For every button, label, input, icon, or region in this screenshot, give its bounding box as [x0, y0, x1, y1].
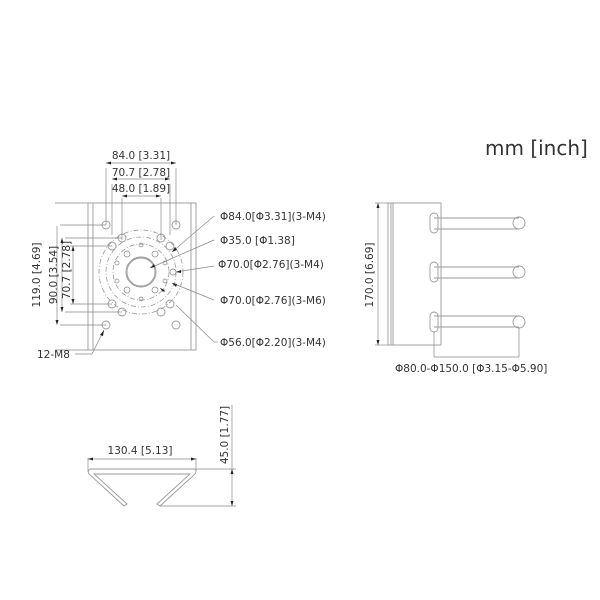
side-view: 170.0 [6.69] Φ80.0-Φ150.0 [Φ3.15-Φ5.90] — [364, 202, 547, 375]
dim-width-84: 84.0 [3.31] — [112, 150, 170, 162]
dim-width-130-4: 130.4 [5.13] — [108, 445, 173, 457]
callout-phi35: Φ35.0 [Φ1.38] — [220, 235, 295, 247]
bracket-profile — [87, 468, 197, 507]
u-bolt-middle — [429, 261, 526, 283]
dim-width-70-7: 70.7 [2.78] — [112, 167, 170, 179]
units-label: mm [inch] — [485, 136, 588, 160]
front-plate-outline — [87, 202, 197, 351]
callout-phi70-m6: Φ70.0[Φ2.76](3-M6) — [220, 295, 326, 307]
front-view: 84.0 [3.31] 70.7 [2.78] 48.0 [1.89] — [31, 150, 326, 361]
dim-width-48: 48.0 [1.89] — [112, 183, 170, 195]
callout-phi56: Φ56.0[Φ2.20](3-M4) — [220, 337, 326, 349]
dim-height-119: 119.0 [4.69] — [31, 243, 43, 308]
dim-height-45: 45.0 [1.77] — [219, 406, 231, 464]
bottom-view: 130.4 [5.13] 45.0 [1.77] — [87, 405, 236, 507]
callout-12-m8: 12-M8 — [37, 349, 70, 361]
dim-height-170: 170.0 [6.69] — [364, 243, 376, 308]
dim-height-70-7: 70.7 [2.78] — [61, 241, 73, 299]
u-bolt-top — [429, 212, 526, 234]
dim-pole-range: Φ80.0-Φ150.0 [Φ3.15-Φ5.90] — [395, 363, 547, 375]
callout-phi70-m4: Φ70.0[Φ2.76](3-M4) — [218, 259, 324, 271]
u-bolt-bottom — [429, 311, 526, 333]
side-plate-outline — [387, 202, 442, 346]
callout-phi84: Φ84.0[Φ3.31](3-M4) — [220, 211, 326, 223]
dim-height-90: 90.0 [3.54] — [48, 246, 60, 304]
